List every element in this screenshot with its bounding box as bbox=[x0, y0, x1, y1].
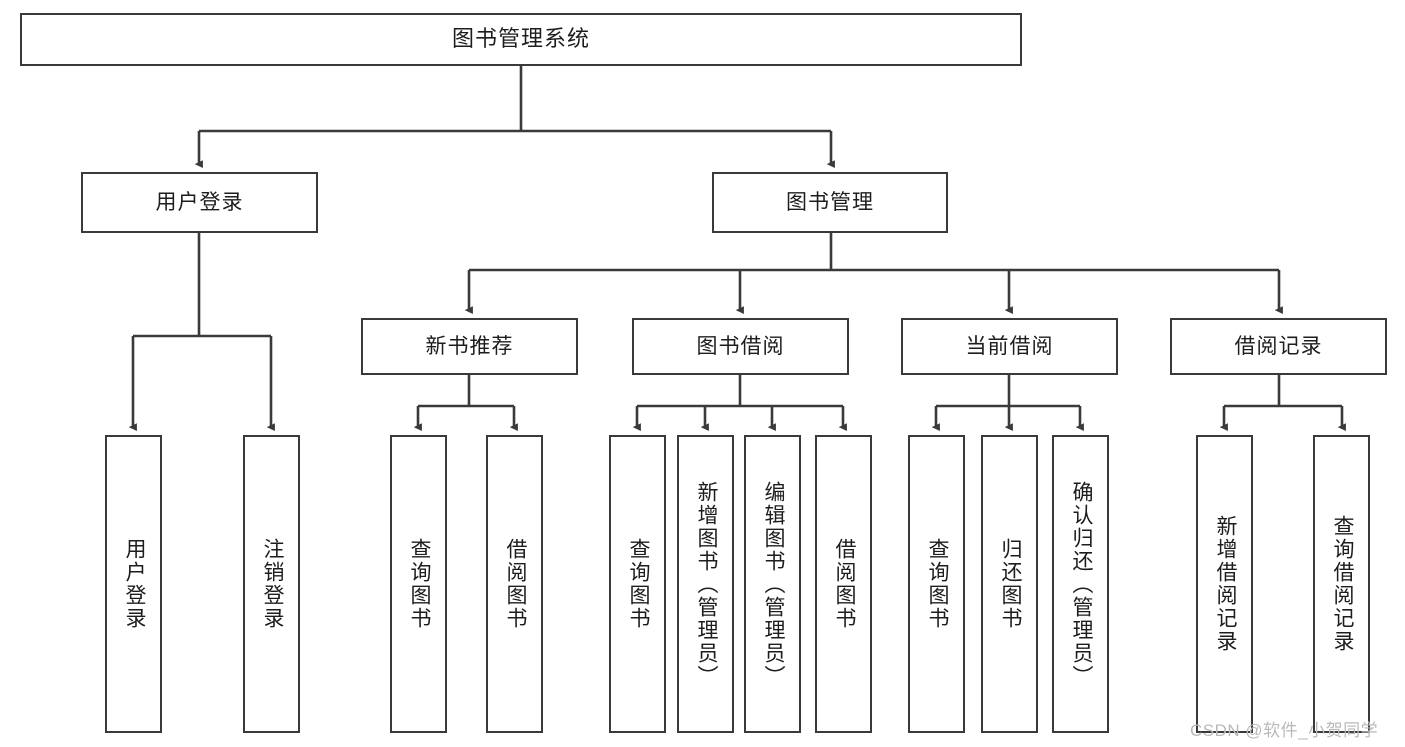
node-leaf-query-record[interactable]: 查询借阅记录 bbox=[1313, 435, 1370, 733]
node-label: 用户登录 bbox=[155, 190, 244, 214]
node-label: 图书管理系统 bbox=[451, 26, 590, 52]
node-label: 用户登录 bbox=[122, 538, 146, 630]
node-label: 查询图书 bbox=[626, 538, 650, 630]
node-label: 编辑图书（管理员） bbox=[761, 480, 785, 688]
node-leaf-add-record[interactable]: 新增借阅记录 bbox=[1196, 435, 1253, 733]
node-leaf-logout[interactable]: 注销登录 bbox=[243, 435, 300, 733]
node-label: 新增借阅记录 bbox=[1213, 515, 1237, 653]
node-label: 借阅记录 bbox=[1234, 334, 1323, 358]
node-book-borrow[interactable]: 图书借阅 bbox=[632, 318, 849, 375]
node-label: 新书推荐 bbox=[425, 334, 514, 358]
node-leaf-user-login[interactable]: 用户登录 bbox=[105, 435, 162, 733]
node-current-borrow[interactable]: 当前借阅 bbox=[901, 318, 1118, 375]
node-label: 借阅图书 bbox=[503, 538, 527, 630]
node-leaf-edit-book[interactable]: 编辑图书（管理员） bbox=[744, 435, 801, 733]
node-leaf-add-book[interactable]: 新增图书（管理员） bbox=[677, 435, 734, 733]
node-label: 借阅图书 bbox=[832, 538, 856, 630]
node-label: 归还图书 bbox=[998, 538, 1022, 630]
node-user-login[interactable]: 用户登录 bbox=[81, 172, 318, 233]
node-label: 查询图书 bbox=[407, 538, 431, 630]
node-leaf-query-book-2[interactable]: 查询图书 bbox=[609, 435, 666, 733]
node-label: 查询借阅记录 bbox=[1330, 515, 1354, 653]
node-label: 注销登录 bbox=[260, 538, 284, 630]
node-leaf-borrow-book-1[interactable]: 借阅图书 bbox=[486, 435, 543, 733]
node-root-system[interactable]: 图书管理系统 bbox=[20, 13, 1022, 66]
node-label: 新增图书（管理员） bbox=[694, 480, 718, 688]
node-borrow-record[interactable]: 借阅记录 bbox=[1170, 318, 1387, 375]
watermark-text: CSDN @软件_小贺同学 bbox=[1190, 721, 1379, 740]
node-label: 图书借阅 bbox=[696, 334, 785, 358]
node-leaf-return-book[interactable]: 归还图书 bbox=[981, 435, 1038, 733]
node-new-book-recommend[interactable]: 新书推荐 bbox=[361, 318, 578, 375]
node-label: 查询图书 bbox=[925, 538, 949, 630]
node-label: 当前借阅 bbox=[965, 334, 1054, 358]
node-leaf-query-book-3[interactable]: 查询图书 bbox=[908, 435, 965, 733]
node-leaf-borrow-book-2[interactable]: 借阅图书 bbox=[815, 435, 872, 733]
node-label: 图书管理 bbox=[786, 190, 874, 214]
node-leaf-query-book-1[interactable]: 查询图书 bbox=[390, 435, 447, 733]
node-leaf-confirm-return[interactable]: 确认归还（管理员） bbox=[1052, 435, 1109, 733]
node-label: 确认归还（管理员） bbox=[1069, 480, 1093, 688]
node-book-management[interactable]: 图书管理 bbox=[712, 172, 948, 233]
